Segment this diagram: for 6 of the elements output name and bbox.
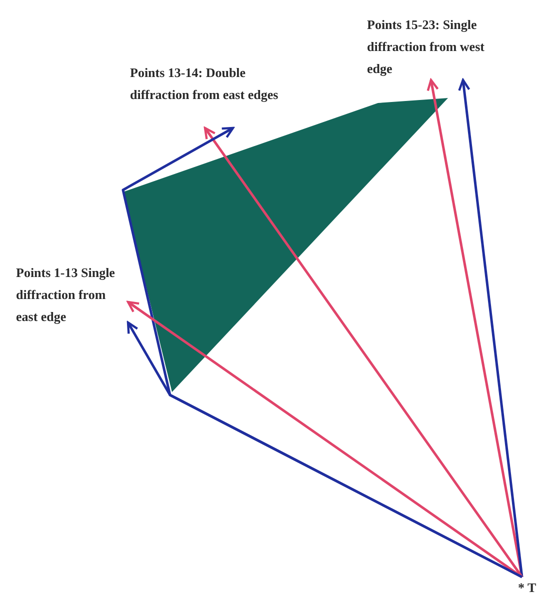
- callout-label: Points 13-14: Double diffraction from east edges: [130, 64, 280, 104]
- arrow: [458, 78, 524, 578]
- callout-label: * T: [518, 579, 538, 594]
- callout-label: Points 15-23: Single diffraction from west edge: [367, 16, 486, 78]
- arrow: [204, 126, 524, 578]
- callout-label: Points 1-13 Single diffraction from east edge: [16, 264, 116, 326]
